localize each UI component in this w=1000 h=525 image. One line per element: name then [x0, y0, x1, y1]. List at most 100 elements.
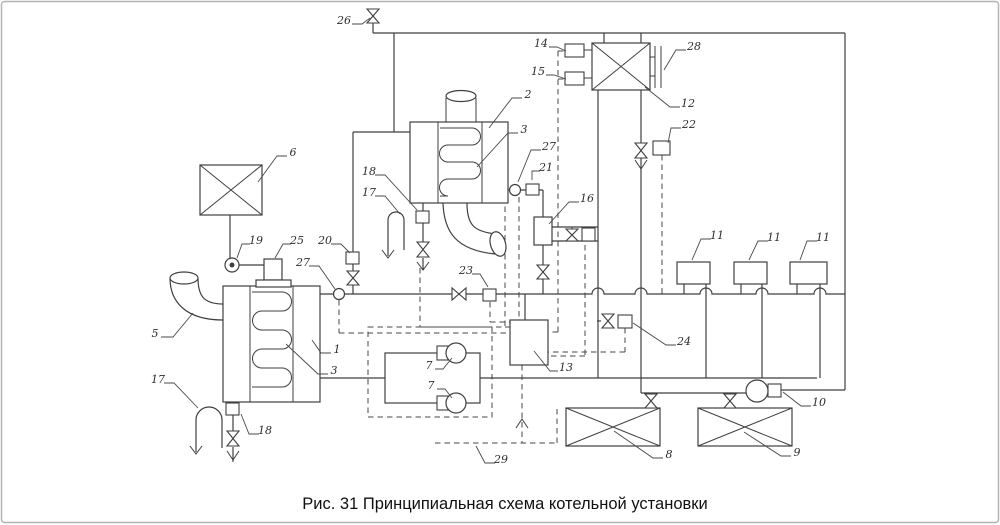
expansion-tank-icon: [199, 164, 263, 216]
label-leader-line: [257, 155, 287, 183]
sensor-icon: [345, 251, 360, 265]
valve-icon: [600, 313, 616, 329]
valve-icon: [633, 142, 649, 159]
valve-icon: [535, 264, 551, 280]
label-leader-line: [667, 127, 681, 144]
label-leader-line: [548, 201, 579, 225]
part-number-label: 8: [666, 448, 673, 461]
pump-icon: [445, 392, 467, 414]
part-number-label: 16: [580, 192, 594, 205]
part-number-label: 19: [249, 234, 263, 247]
part-number-label: 13: [559, 361, 573, 374]
label-leader-line: [488, 97, 522, 129]
part-number-label: 7: [428, 379, 435, 392]
label-leader-line: [632, 322, 676, 346]
sensor-icon: [225, 402, 240, 416]
part-number-label: 28: [686, 40, 701, 53]
drain-arrow-icon: [416, 261, 430, 271]
part-number-label: 27: [295, 256, 310, 269]
drain-arrow-icon: [381, 249, 395, 259]
boiler-1-icon: [169, 258, 321, 403]
sensor-icon: [564, 71, 585, 86]
calorifier-icon: [591, 42, 662, 91]
part-number-label: 17: [362, 186, 376, 199]
part-number-label: 15: [531, 65, 545, 78]
part-number-label: 26: [336, 14, 351, 27]
control-cabinet-icon: [509, 319, 549, 366]
heating-coil-icon: [439, 127, 481, 197]
valve-icon: [643, 393, 659, 409]
part-number-label: 29: [493, 453, 508, 466]
drain-arrow-icon: [189, 445, 203, 455]
label-leader-line: [375, 195, 401, 215]
boiler-2-icon: [409, 89, 509, 257]
valve-icon: [564, 228, 580, 242]
label-leader-line: [475, 445, 495, 464]
pump-unit-boundary: [367, 326, 493, 418]
sensor-icon: [415, 210, 430, 224]
pump-icon: [445, 342, 467, 364]
label-leader-line: [309, 265, 336, 290]
label-leader-line: [161, 312, 194, 338]
flue-elbow-icon: [169, 271, 199, 285]
sensor-icon: [617, 314, 633, 329]
label-leader-line: [748, 240, 768, 261]
part-number-label: 5: [152, 327, 159, 340]
heat-exchanger-icon: [697, 407, 793, 447]
control-impulse-lines: [338, 50, 663, 444]
sensor-icon: [564, 43, 585, 58]
sensors: [225, 43, 671, 416]
sensor-icon: [652, 140, 671, 156]
circulation-pumps-icon: [384, 342, 481, 414]
part-number-label: 25: [289, 234, 304, 247]
label-leader-line: [437, 388, 453, 399]
part-number-label: 3: [331, 364, 338, 377]
label-leader-line: [236, 243, 250, 259]
radiator-icon: [676, 261, 711, 285]
label-leader-line: [240, 413, 259, 435]
label-leader-line: [331, 243, 351, 254]
part-number-label: 17: [151, 373, 165, 386]
radiator-icon: [789, 261, 828, 285]
figure-caption: Рис. 31 Принципиальная схема котельной у…: [302, 495, 707, 513]
label-leader-line: [743, 431, 791, 457]
label-leader-line: [517, 149, 541, 183]
valve-icon: [345, 270, 361, 286]
label-leader-line: [613, 430, 663, 459]
label-leader-line: [644, 86, 680, 108]
flange-icon: [650, 46, 662, 88]
gauge-icon: [508, 183, 522, 197]
sensor-icon: [581, 227, 596, 242]
part-number-label: 6: [290, 146, 297, 159]
part-number-label: 10: [812, 396, 826, 409]
drain-arrow-icon: [634, 159, 648, 170]
sensor-icon: [482, 288, 497, 302]
label-leader-line: [375, 174, 418, 211]
label-leader-line: [546, 74, 567, 80]
label-leader-line: [549, 46, 567, 52]
label-leader-line: [476, 132, 518, 168]
label-leader-line: [472, 273, 489, 288]
part-number-label: 22: [681, 118, 696, 131]
part-number-label: 11: [767, 231, 781, 244]
label-leader-line: [799, 240, 817, 261]
label-leader-line: [782, 391, 811, 407]
regulator-unit-icon: [533, 216, 553, 246]
part-number-label: 9: [794, 446, 801, 459]
label-leader-line: [164, 382, 199, 409]
sensor-icon: [525, 183, 540, 196]
part-number-label: 12: [681, 97, 695, 110]
valve-icon: [451, 286, 467, 302]
part-number-label: 23: [458, 264, 473, 277]
part-number-label: 24: [676, 335, 691, 348]
label-leader-line: [691, 238, 711, 261]
part-number-label: 11: [816, 231, 830, 244]
flow-arrows: [189, 159, 648, 461]
part-number-label: 2: [524, 88, 532, 101]
drain-arrow-icon: [226, 450, 240, 461]
label-leader-line: [663, 49, 686, 71]
chimney-icon: [445, 89, 477, 103]
label-leader-line: [531, 170, 540, 180]
